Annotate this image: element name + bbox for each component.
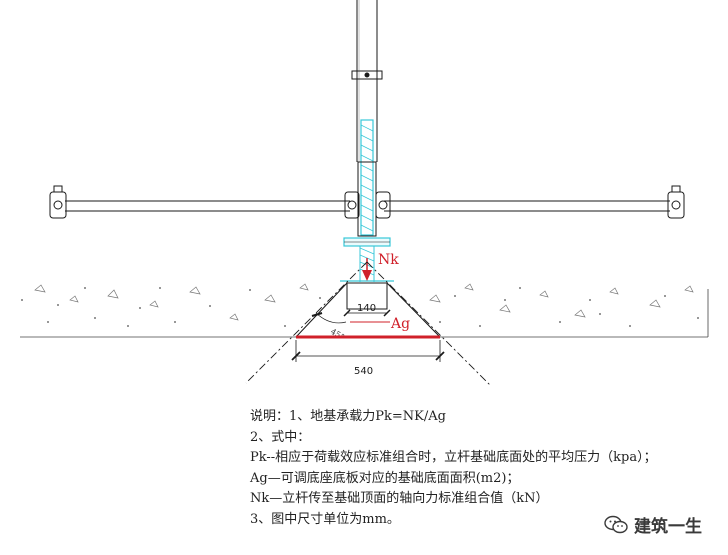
- notes-block: 说明：1、地基承载力Pk=NK/Ag 2、式中： Pk--相应于荷载效应标准组合…: [250, 407, 657, 530]
- watermark-text: 建筑一生: [634, 517, 702, 537]
- dim-540-label: 540: [354, 366, 373, 377]
- coupler-left: [49, 185, 67, 219]
- watermark: 建筑一生: [604, 512, 702, 537]
- base-block: [346, 282, 388, 310]
- note-line-2: 2、式中：: [250, 429, 311, 445]
- note-line-5: Nk—立杆传至基础顶面的轴向力标准组合值（kN）: [250, 491, 549, 506]
- coupler-center-right: [375, 191, 391, 219]
- concrete-hatch: [21, 283, 699, 327]
- vertical-pole: [351, 0, 383, 162]
- spread-lines: [245, 261, 491, 386]
- note-line-4: Ag—可调底座底板对应的基础底面面积(m2)；: [250, 470, 520, 486]
- ag-label: Ag: [390, 316, 410, 332]
- nk-label: Nk: [378, 252, 399, 268]
- nk-load-arrow: [362, 258, 372, 281]
- dim-140-label: 140: [357, 303, 376, 314]
- note-line-3: Pk--相应于荷载效应标准组合时，立杆基础底面处的平均压力（kpa）；: [250, 450, 657, 465]
- angle-tick: [311, 312, 323, 317]
- spread-solid: [295, 282, 441, 338]
- coupler-center-left: [344, 191, 360, 219]
- angle-label: 45°: [329, 327, 346, 342]
- pole-coupler-top: [351, 70, 383, 80]
- dimension-bottom: [291, 340, 445, 362]
- wechat-icon: [604, 515, 628, 533]
- horizontal-ledger: [49, 185, 685, 219]
- coupler-right: [667, 185, 685, 219]
- note-line-6: 3、图中尺寸单位为mm。: [250, 511, 400, 527]
- dimension-top: [343, 309, 391, 317]
- note-line-1: 说明：1、地基承载力Pk=NK/Ag: [250, 409, 446, 424]
